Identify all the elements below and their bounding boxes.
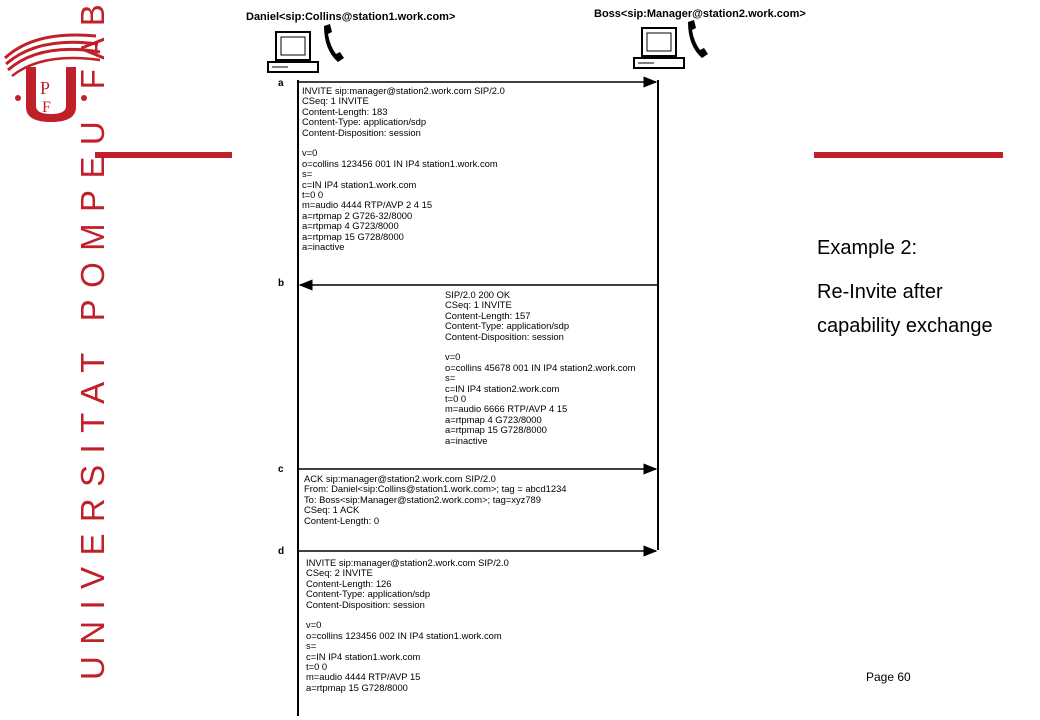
message-d-reinvite: INVITE sip:manager@station2.work.com SIP… bbox=[306, 557, 509, 693]
slide-caption: Example 2: Re-Invite after capability ex… bbox=[817, 232, 1027, 353]
message-b-200-ok: SIP/2.0 200 OK CSeq: 1 INVITE Content-Le… bbox=[445, 289, 636, 446]
sip-flow-diagram: Daniel<sip:Collins@station1.work.com> Bo… bbox=[234, 0, 814, 720]
step-label-a: a bbox=[278, 78, 284, 89]
step-label-b: b bbox=[278, 278, 285, 289]
computer-icon bbox=[267, 31, 319, 73]
red-divider-left bbox=[95, 152, 232, 158]
step-label-d: d bbox=[278, 546, 285, 557]
computer-icon bbox=[633, 27, 685, 69]
page-number: Page 60 bbox=[866, 670, 911, 684]
right-party-label: Boss<sip:Manager@station2.work.com> bbox=[594, 8, 806, 20]
step-label-c: c bbox=[278, 464, 284, 475]
svg-text:F: F bbox=[42, 99, 51, 116]
example-subtitle: Re-Invite after capability exchange bbox=[817, 281, 993, 337]
message-c-ack: ACK sip:manager@station2.work.com SIP/2.… bbox=[304, 473, 567, 526]
telephone-icon bbox=[688, 20, 708, 58]
upf-logo: P F bbox=[0, 22, 110, 127]
left-party-label: Daniel<sip:Collins@station1.work.com> bbox=[246, 11, 456, 23]
message-a-invite: INVITE sip:manager@station2.work.com SIP… bbox=[302, 85, 505, 253]
upf-logo-graphic: P F bbox=[3, 33, 101, 122]
diagram-lines bbox=[267, 20, 708, 716]
red-divider-right bbox=[813, 152, 1003, 158]
example-title: Example 2: bbox=[817, 237, 918, 259]
svg-text:P: P bbox=[40, 78, 50, 98]
telephone-icon bbox=[324, 24, 344, 62]
university-name: UNIVERSITAT POMPEU FABRA bbox=[74, 0, 111, 680]
university-name-vertical: UNIVERSITAT POMPEU FABRA bbox=[38, 0, 111, 680]
